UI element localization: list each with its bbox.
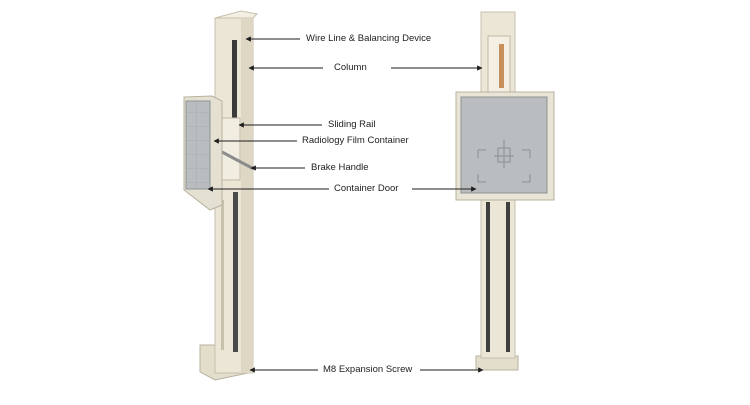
right-stand	[455, 11, 555, 371]
label-sliding-rail: Sliding Rail	[328, 119, 376, 130]
door-markings	[477, 140, 531, 183]
label-container-door: Container Door	[334, 183, 399, 194]
left-stand	[183, 10, 259, 381]
leader-lines	[207, 36, 484, 373]
label-column: Column	[334, 62, 367, 73]
left-carriage	[221, 117, 241, 181]
label-brake-handle: Brake Handle	[311, 162, 369, 173]
left-upper-slot	[232, 40, 237, 120]
left-container-door	[185, 100, 211, 190]
right-rail-left	[486, 202, 490, 352]
label-film-container: Radiology Film Container	[302, 135, 409, 146]
left-column-top	[214, 10, 259, 19]
left-column-shade	[241, 18, 253, 373]
right-rail-right	[506, 202, 510, 352]
label-expansion-screw: M8 Expansion Screw	[323, 364, 413, 375]
left-sliding-rail	[233, 192, 238, 352]
left-brake-handle	[220, 150, 254, 170]
label-wire-line: Wire Line & Balancing Device	[306, 33, 432, 44]
